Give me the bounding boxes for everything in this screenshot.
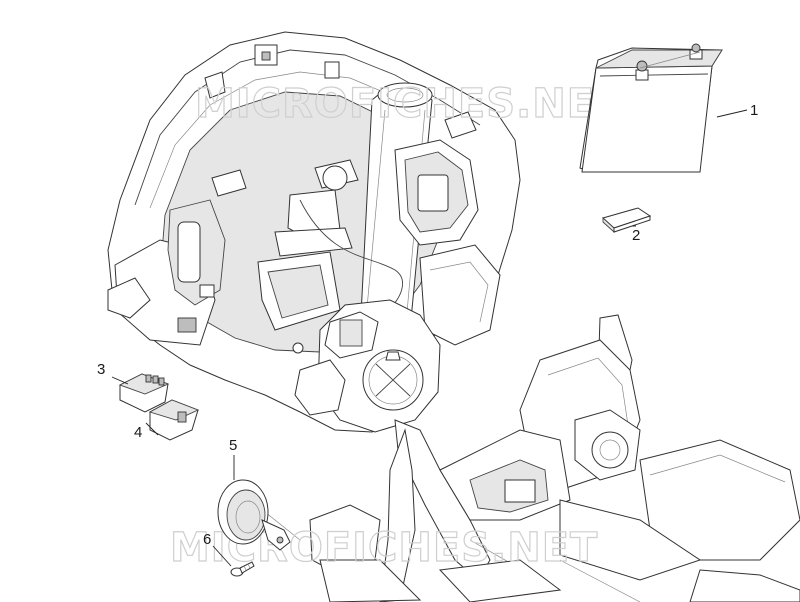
horn-part	[217, 479, 291, 551]
battery-pad-part	[601, 207, 652, 234]
leader-line-3	[111, 376, 129, 385]
front-shield-frame-assembly	[107, 31, 521, 433]
leader-line-1	[716, 109, 748, 118]
callout-6: 6	[203, 531, 211, 548]
leader-line-6	[212, 545, 232, 567]
callout-3: 3	[97, 361, 105, 378]
relay-part	[118, 373, 170, 413]
callout-5: 5	[229, 437, 237, 454]
relay-holder-part	[148, 399, 200, 441]
screw-part	[230, 561, 255, 577]
lower-frame-tubes	[249, 314, 800, 602]
battery-part	[579, 43, 723, 173]
leader-line-4	[145, 422, 159, 436]
callout-4: 4	[134, 424, 142, 441]
callout-1: 1	[750, 102, 758, 119]
callout-2: 2	[632, 227, 640, 244]
watermark-upper: MICROFICHES.NET	[195, 81, 623, 127]
